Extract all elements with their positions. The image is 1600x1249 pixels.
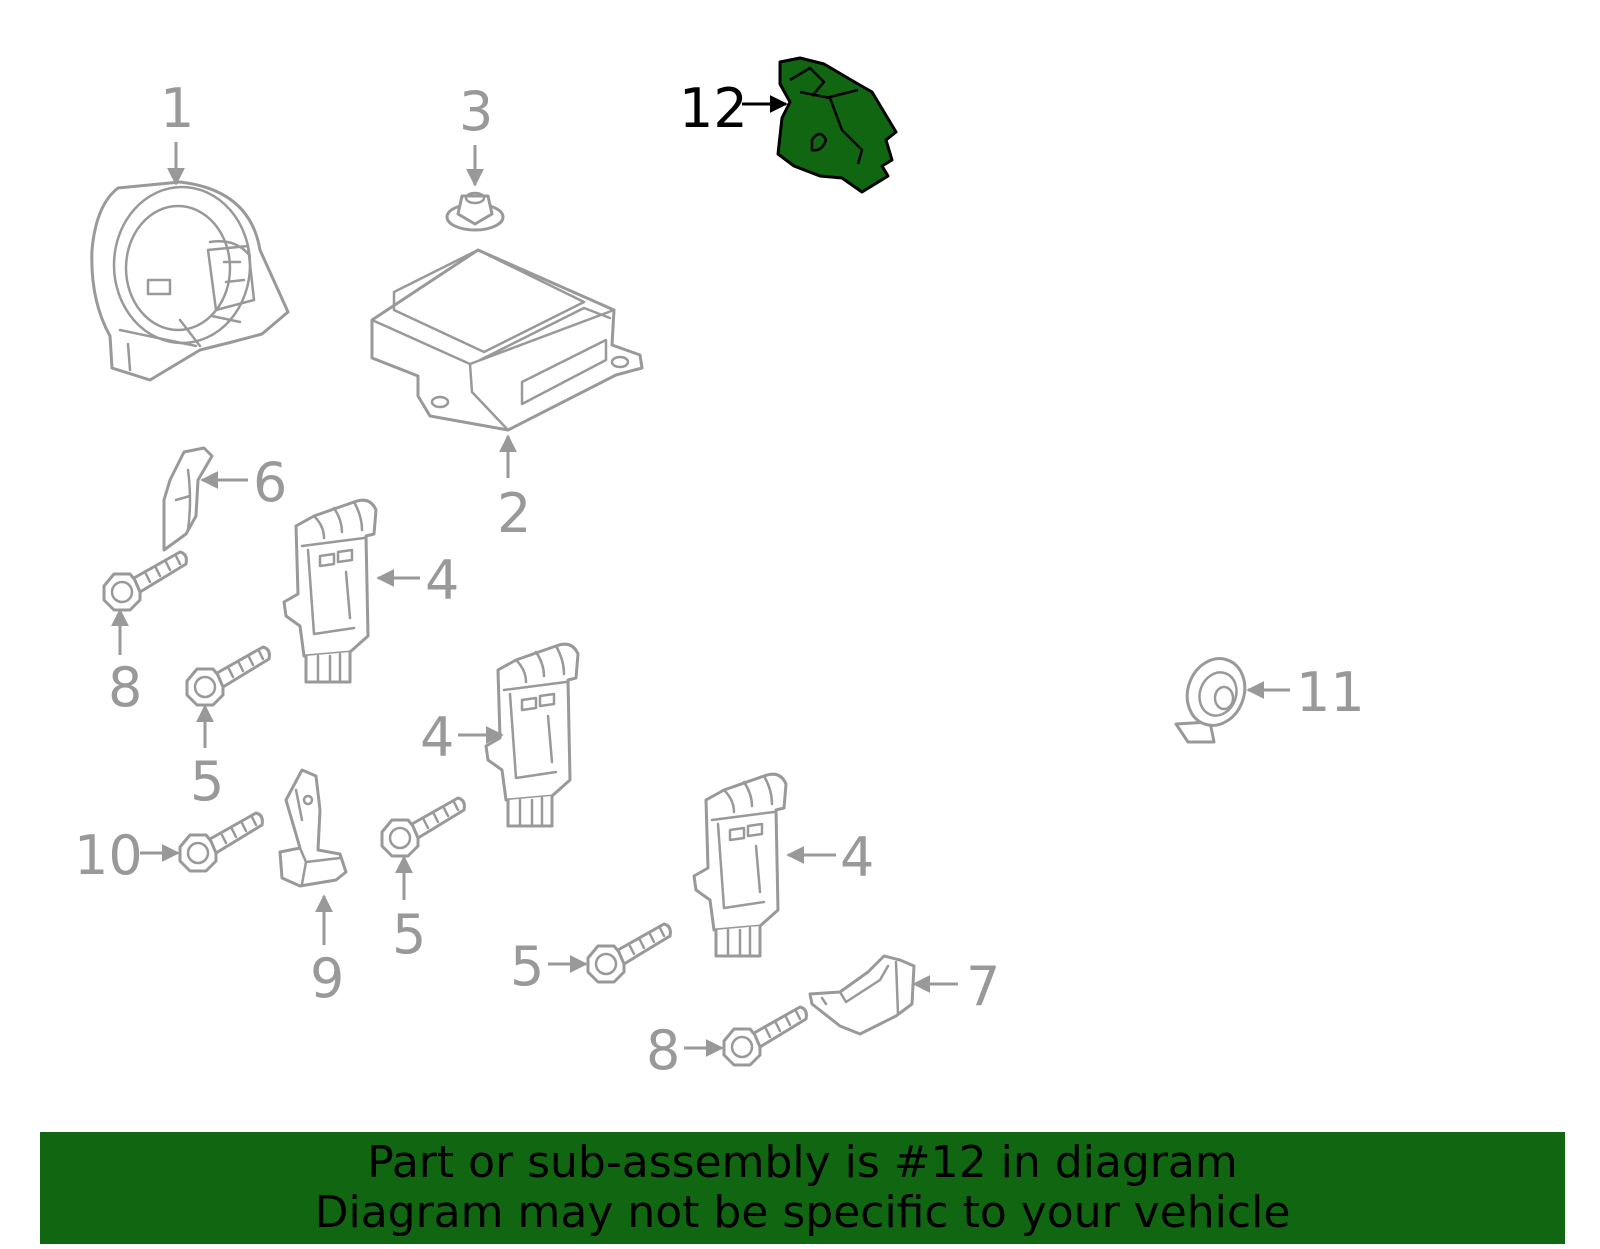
callout-10: 10 — [74, 824, 143, 887]
part-11-grommet — [1174, 657, 1247, 744]
part-3-nut — [445, 191, 505, 232]
callout-8-right: 8 — [646, 1019, 680, 1082]
part-5-bolt-lower — [586, 922, 672, 984]
part-5-bolt-upper — [185, 645, 271, 707]
banner-line-2: Diagram may not be specific to your vehi… — [314, 1187, 1291, 1238]
part-9-bracket — [278, 768, 348, 888]
banner-line-1: Part or sub-assembly is #12 in diagram — [367, 1137, 1238, 1188]
callout-8-left: 8 — [108, 656, 142, 719]
part-6-bracket — [162, 446, 214, 552]
callout-1: 1 — [160, 77, 194, 140]
callout-12: 12 — [679, 77, 748, 140]
callout-5-upper: 5 — [190, 750, 224, 813]
part-4-sensor-top — [282, 498, 378, 684]
part-5-bolt-middle — [380, 796, 466, 858]
callout-3: 3 — [459, 80, 493, 143]
part-10-bolt — [178, 811, 264, 873]
callout-4-middle: 4 — [420, 706, 454, 769]
part-12-sensor-highlighted — [776, 56, 898, 194]
callout-2: 2 — [497, 482, 531, 545]
callout-6: 6 — [253, 451, 287, 514]
callout-5-lower: 5 — [510, 935, 544, 998]
callout-4-bottom: 4 — [840, 826, 874, 889]
callout-7: 7 — [966, 955, 1000, 1018]
callout-4-top: 4 — [425, 549, 459, 612]
part-1-clockspring — [90, 180, 290, 382]
part-8-bolt-right — [722, 1005, 808, 1067]
part-7-bracket — [808, 954, 916, 1036]
part-4-sensor-bottom — [692, 772, 788, 958]
callout-5-middle: 5 — [392, 903, 426, 966]
info-banner: Part or sub-assembly is #12 in diagram D… — [40, 1132, 1565, 1244]
callout-9: 9 — [310, 947, 344, 1010]
callout-11: 11 — [1296, 661, 1365, 724]
part-8-bolt-left — [102, 550, 188, 612]
part-2-control-module — [370, 248, 644, 432]
